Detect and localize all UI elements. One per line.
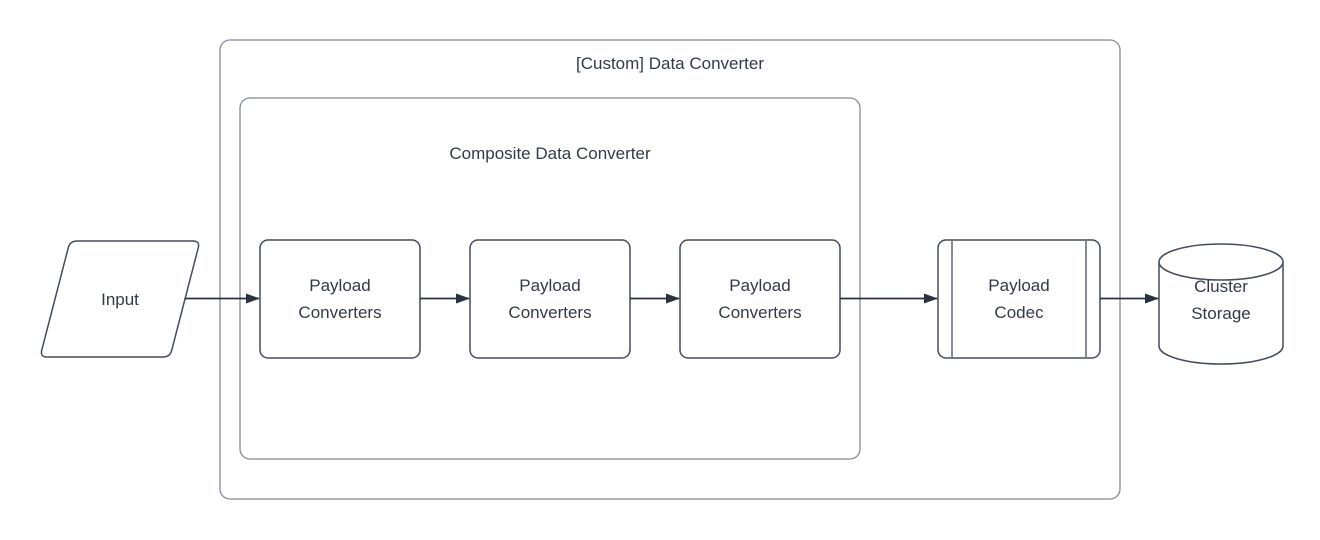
outer-container-box [219,39,1121,500]
cluster-storage-cylinder-body [1158,262,1284,365]
payload-codec-box [937,239,1101,359]
inner-container-box [239,97,861,460]
cluster-storage-cylinder-top [1158,243,1284,281]
payload-converters-box-3 [679,239,841,359]
payload-converters-box-2 [469,239,631,359]
payload-converters-box-1 [259,239,421,359]
input-parallelogram-shape [40,240,200,358]
